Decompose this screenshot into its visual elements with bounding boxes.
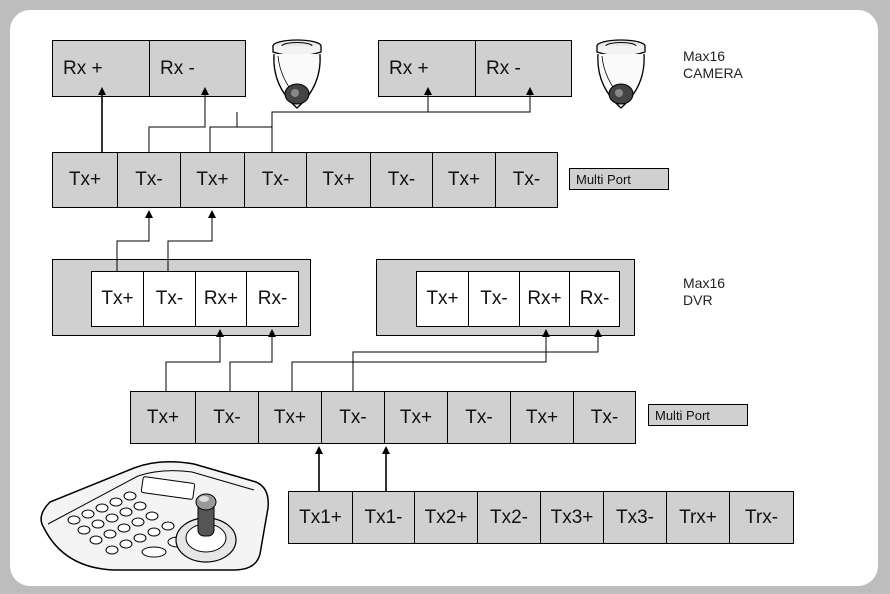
multiport-top-cell: Tx- (245, 153, 307, 207)
dvr-2-port: Tx+ (417, 272, 469, 326)
multiport-top-block: Tx+ Tx- Tx+ Tx- Tx+ Tx- Tx+ Tx- (52, 152, 558, 208)
multiport-top-cell: Tx- (371, 153, 433, 207)
multiport-top-cell: Tx+ (433, 153, 496, 207)
dvr-2-port: Rx- (579, 288, 610, 309)
multiport-top-label: Multi Port (569, 168, 669, 190)
keyboard-port: Tx3- (604, 492, 667, 543)
multiport-bottom-cell: Tx- (448, 392, 511, 443)
dvr-2-port: Rx+ (520, 272, 570, 326)
multiport-top-cell: Tx- (512, 169, 541, 190)
dvr-1-port: Rx- (257, 288, 288, 309)
camera-1-rx-plus: Rx + (53, 41, 150, 96)
keyboard-controller-icon (40, 461, 269, 571)
keyboard-port: Trx+ (667, 492, 730, 543)
dvr-1-port: Tx+ (92, 272, 144, 326)
dvr-1-port: Tx- (144, 272, 196, 326)
multiport-bottom-cell: Tx- (196, 392, 259, 443)
multiport-top-cell: Tx+ (181, 153, 245, 207)
multiport-top-cell: Tx+ (307, 153, 371, 207)
dvr-1-port: Rx+ (196, 272, 247, 326)
multiport-bottom-block: Tx+ Tx- Tx+ Tx- Tx+ Tx- Tx+ Tx- (130, 391, 636, 444)
keyboard-port: Tx1- (353, 492, 415, 543)
keyboard-port: Tx2+ (415, 492, 478, 543)
multiport-top-cell: Tx- (118, 153, 181, 207)
camera-2-rx-block: Rx + Rx - (378, 40, 572, 97)
multiport-bottom-cell: Tx- (590, 406, 619, 428)
multiport-bottom-label: Multi Port (648, 404, 748, 426)
camera-2-rx-plus: Rx + (379, 41, 476, 96)
keyboard-port: Tx2- (478, 492, 541, 543)
dvr-2-ports: Tx+ Tx- Rx+ Rx- (416, 271, 620, 327)
camera-label: Max16 CAMERA (683, 48, 743, 81)
dome-camera-icon (596, 39, 646, 109)
keyboard-ports-block: Tx1+ Tx1- Tx2+ Tx2- Tx3+ Tx3- Trx+ Trx- (288, 491, 794, 544)
camera-1-rx-block: Rx + Rx - (52, 40, 246, 97)
dvr-1-ports: Tx+ Tx- Rx+ Rx- (91, 271, 299, 327)
multiport-bottom-cell: Tx+ (511, 392, 574, 443)
multiport-bottom-cell: Tx+ (259, 392, 322, 443)
dvr-label: Max16 DVR (683, 275, 726, 308)
multiport-bottom-cell: Tx+ (131, 392, 196, 443)
dome-camera-icon (272, 39, 322, 109)
keyboard-port: Tx3+ (541, 492, 604, 543)
multiport-bottom-cell: Tx- (322, 392, 385, 443)
multiport-top-cell: Tx+ (53, 153, 118, 207)
camera-2-rx-minus: Rx - (486, 57, 521, 79)
camera-1-rx-minus: Rx - (160, 57, 195, 79)
keyboard-port: Tx1+ (289, 492, 353, 543)
multiport-bottom-cell: Tx+ (385, 392, 448, 443)
dvr-2-port: Tx- (469, 272, 520, 326)
keyboard-port: Trx- (744, 506, 779, 528)
